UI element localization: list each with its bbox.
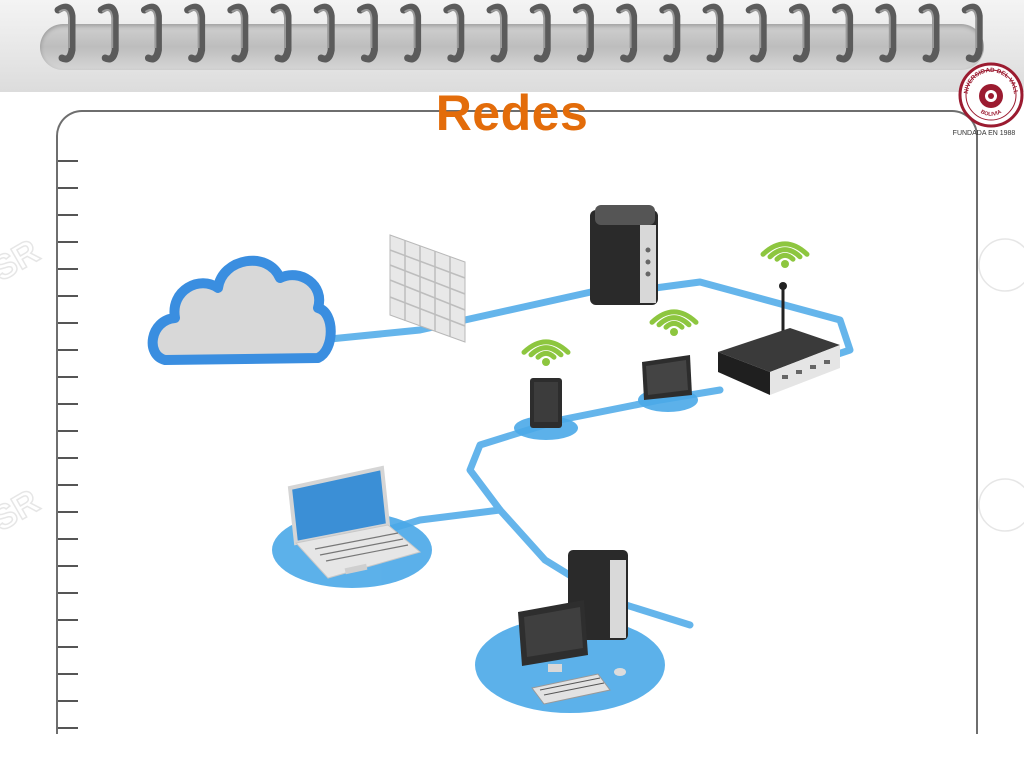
margin-tick [58, 295, 78, 297]
margin-tick [58, 484, 78, 486]
network-illustration [147, 205, 854, 713]
binder-ring [486, 3, 508, 63]
watermark-right-top [978, 238, 1024, 292]
firewall-icon [389, 234, 466, 343]
watermark-right-bottom [978, 478, 1024, 532]
binder-ring [529, 3, 551, 63]
university-logo: UNIVERSIDAD DEL VALLE BOLIVIA [958, 62, 1024, 128]
wifi-icon [521, 339, 571, 366]
logo-bottom-text: BOLIVIA [979, 109, 1002, 118]
tablet-icon [530, 378, 562, 428]
slide-title: Redes [435, 85, 589, 141]
margin-tick [58, 160, 78, 162]
margin-tick [58, 430, 78, 432]
binder-ring [745, 3, 767, 63]
desktop-computer-icon [518, 550, 628, 705]
margin-tick [58, 646, 78, 648]
binder-ring [572, 3, 594, 63]
binder-ring [227, 3, 249, 63]
margin-tick [58, 511, 78, 513]
binder-ring [97, 3, 119, 63]
binder-strip [40, 24, 984, 70]
margin-tick [58, 727, 78, 729]
wifi-icon [760, 241, 810, 268]
margin-tick [58, 700, 78, 702]
margin-tick [58, 403, 78, 405]
binder-ring [918, 3, 940, 63]
binder-ring [184, 3, 206, 63]
binder-ring [54, 3, 76, 63]
tablet-icon [642, 355, 692, 400]
margin-tick [58, 538, 78, 540]
margin-tick [58, 187, 78, 189]
binder-ring [875, 3, 897, 63]
margin-tick [58, 349, 78, 351]
margin-tick [58, 376, 78, 378]
binder-ring [443, 3, 465, 63]
wifi-icon [649, 309, 699, 336]
margin-tick [58, 457, 78, 459]
binder-band [0, 0, 1024, 92]
laptop-icon [287, 465, 422, 579]
logo-caption: FUNDADA EN 1988 [952, 130, 1016, 137]
binder-ring [788, 3, 810, 63]
margin-tick [58, 565, 78, 567]
binder-ring [832, 3, 854, 63]
binder-ring [270, 3, 292, 63]
binder-ring [961, 3, 983, 63]
svg-text:BOLIVIA: BOLIVIA [979, 109, 1002, 118]
margin-tick [58, 673, 78, 675]
margin-tick [58, 214, 78, 216]
cloud-icon [147, 255, 336, 365]
watermark-left-bottom: SR [0, 481, 47, 539]
binder-ring [313, 3, 335, 63]
binder-ring [702, 3, 724, 63]
svg-text:SR: SR [0, 232, 46, 289]
router-icon [718, 282, 840, 395]
margin-tick [58, 619, 78, 621]
binder-rings [54, 3, 983, 63]
binder-ring [616, 3, 638, 63]
margin-tick [58, 241, 78, 243]
margin-tick [58, 268, 78, 270]
binder-ring [356, 3, 378, 63]
svg-text:SR: SR [0, 482, 46, 539]
binder-ring [140, 3, 162, 63]
margin-tick [58, 592, 78, 594]
binder-ring [659, 3, 681, 63]
binder-ring [400, 3, 422, 63]
server-icon [590, 205, 658, 305]
margin-tick [58, 322, 78, 324]
watermark-left-top: SR [0, 231, 47, 289]
wifi-signals [521, 241, 810, 366]
